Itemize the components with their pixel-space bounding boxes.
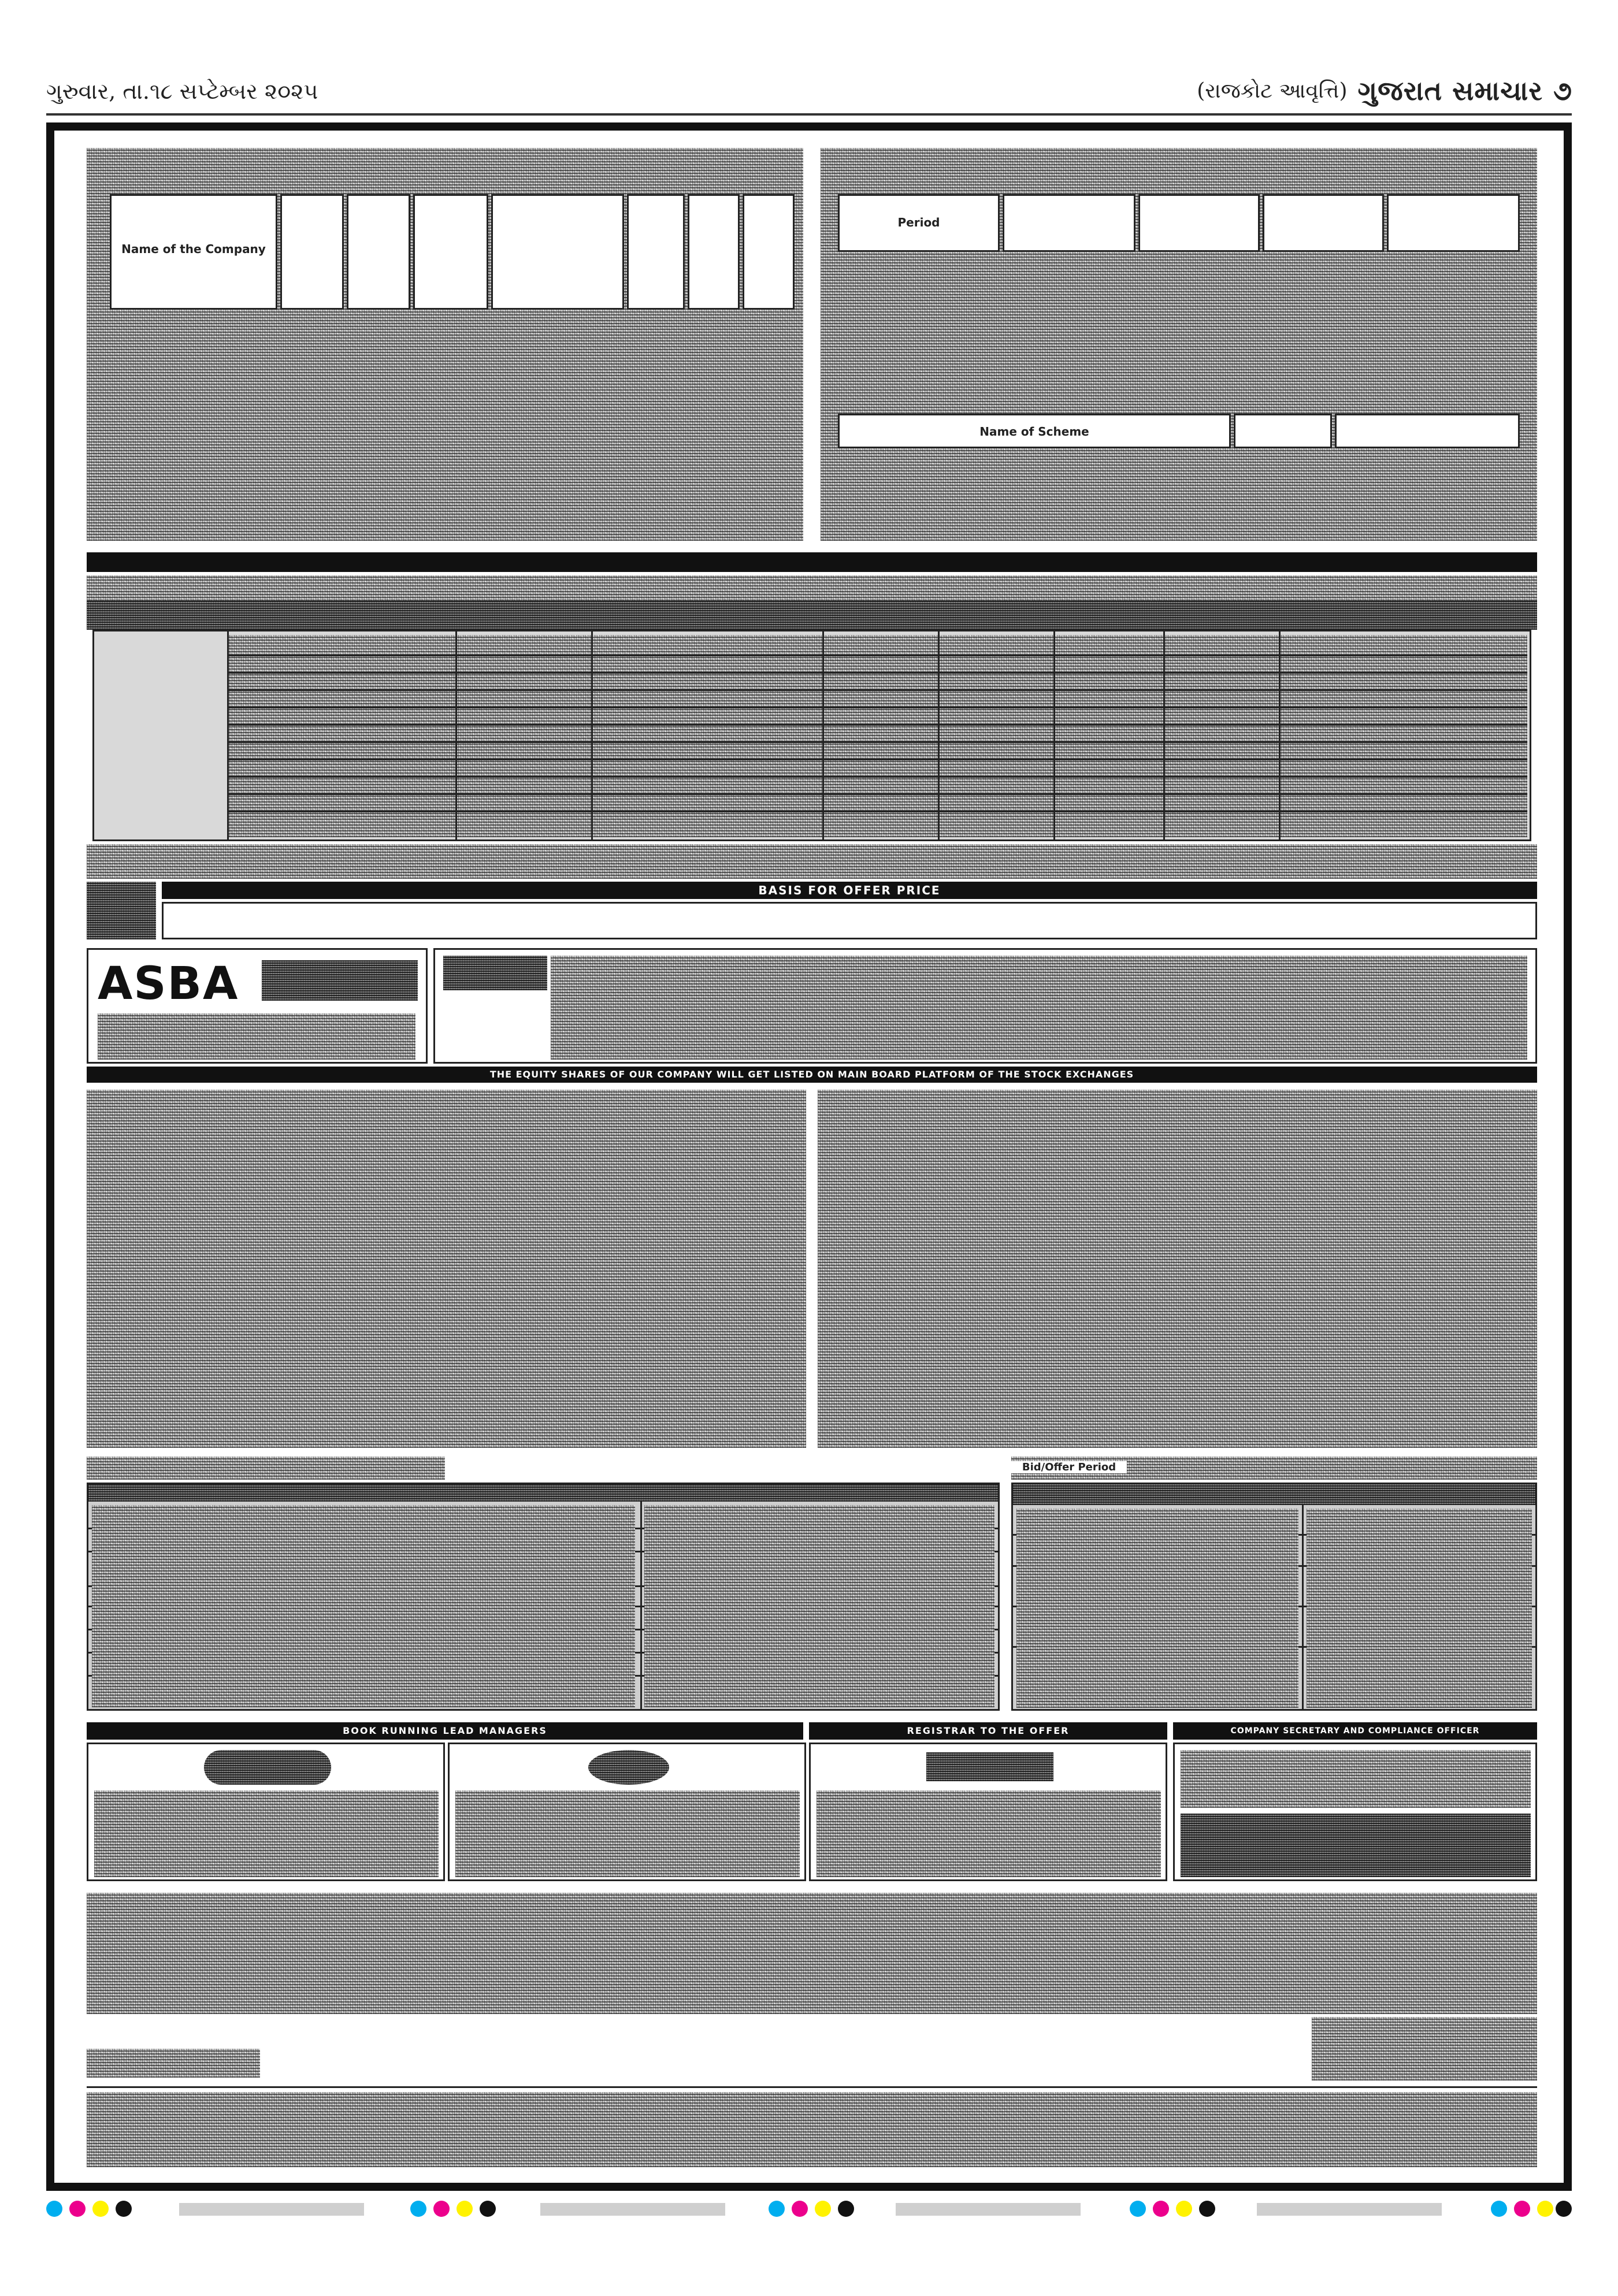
black-dot [116, 2201, 132, 2217]
asba-tagline [262, 960, 418, 1001]
anchor-table-header-row [87, 601, 1537, 630]
lead-manager-2 [448, 1743, 806, 1881]
details-heading [87, 1457, 445, 1480]
registrar-logo [926, 1752, 1053, 1781]
asba-body [98, 1013, 415, 1060]
header-col-pe [688, 194, 740, 310]
header-col-nav [627, 194, 685, 310]
schedule-heading: Bid/Offer Period [1011, 1457, 1537, 1480]
upi-logo [443, 956, 547, 990]
yellow-dot [92, 2201, 109, 2217]
lead-manager-1-logo [204, 1750, 331, 1785]
header-wacp [1003, 194, 1135, 252]
asba-logo: ASBA [98, 958, 239, 1010]
anchor-table-intro [87, 575, 1537, 601]
anchor-table [92, 630, 1531, 841]
header-scheme-shares [1335, 414, 1520, 448]
legal-text [87, 2092, 1537, 2167]
basis-icon [87, 882, 156, 939]
basis-text [162, 902, 1537, 939]
section-bar-basis: BASIS FOR OFFER PRICE [162, 882, 1537, 899]
body-text-left [87, 1090, 806, 1448]
signatory-block [1312, 2017, 1537, 2080]
disclaimer-text [87, 1893, 1537, 2014]
listing-bar: THE EQUITY SHARES OF OUR COMPANY WILL GE… [87, 1067, 1537, 1083]
ad-content: Name of the Company Period Name of Schem… [87, 148, 1537, 2170]
header-col-2 [280, 194, 344, 310]
anchor-table-notes [87, 844, 1537, 879]
place-date [87, 2049, 260, 2078]
header-col-ronw [743, 194, 795, 310]
section-bar-anchor [87, 552, 1537, 572]
header-range [1387, 194, 1520, 252]
bar-lead-managers: BOOK RUNNING LEAD MANAGERS [87, 1722, 803, 1740]
newspaper-brand: ગુજરાત સમાચાર [1357, 75, 1543, 106]
bar-registrar: REGISTRAR TO THE OFFER [809, 1722, 1167, 1740]
period-header-label: Period [897, 216, 940, 229]
header-company-name: Name of the Company [110, 194, 277, 310]
ipo-advertisement: Name of the Company Period Name of Schem… [46, 122, 1572, 2191]
lead-manager-1 [87, 1743, 445, 1881]
page-number: ૭ [1553, 75, 1572, 106]
header-lower-end [1138, 194, 1260, 252]
header-scheme-amount [1234, 414, 1332, 448]
scheme-name-header-label: Name of Scheme [979, 425, 1089, 439]
registrar [809, 1743, 1167, 1881]
company-name-header-label: Name of the Company [121, 242, 266, 256]
header-scheme-name: Name of Scheme [838, 414, 1231, 448]
asba-box: ASBA [87, 948, 428, 1064]
edition-label: (રાજકોટ આવૃત્તિ) [1197, 79, 1348, 103]
magenta-dot [69, 2201, 86, 2217]
details-table [87, 1483, 1000, 1711]
lead-manager-2-logo [588, 1750, 669, 1785]
company-secretary [1173, 1743, 1537, 1881]
upi-box [433, 948, 1537, 1064]
masthead-right: (રાજકોટ આવૃત્તિ) ગુજરાત સમાચાર ૭ [1197, 75, 1572, 107]
cyan-dot [46, 2201, 62, 2217]
header-period: Period [838, 194, 1000, 252]
anchor-table-body [227, 635, 1527, 837]
issue-date: ગુરુવાર, તા.૧૮ સપ્ટેમ્બર ૨૦૨૫ [46, 79, 318, 104]
schedule-table [1011, 1483, 1537, 1711]
body-text-right [818, 1090, 1537, 1448]
schedule-heading-label: Bid/Offer Period [1011, 1461, 1127, 1473]
header-col-3 [347, 194, 410, 310]
printer-color-bar [46, 2198, 1572, 2221]
upi-body [551, 956, 1527, 1060]
newspaper-masthead: ગુરુવાર, તા.૧૮ સપ્ટેમ્બર ૨૦૨૫ (રાજકોટ આવ… [46, 75, 1572, 116]
bar-company-secretary: COMPANY SECRETARY AND COMPLIANCE OFFICER [1173, 1722, 1537, 1740]
masthead-rule [46, 113, 1572, 116]
header-col-4 [413, 194, 488, 310]
header-upper-end [1263, 194, 1384, 252]
header-col-eps [491, 194, 624, 310]
